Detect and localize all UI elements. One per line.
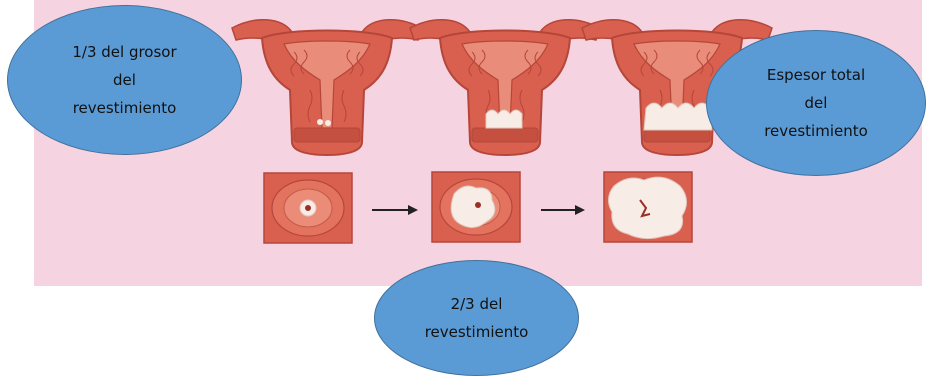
uterus-illustration-stage-3 — [581, 18, 773, 157]
callout-line: revestimiento — [424, 323, 529, 341]
right-arrow-icon — [541, 205, 585, 215]
cervix-view-stage-3 — [603, 171, 693, 243]
callout-line: 2/3 del — [450, 295, 503, 313]
callout-line: Espesor total — [766, 66, 866, 84]
callout-two-thirds-thickness: 2/3 del revestimiento — [374, 260, 579, 376]
uterus-illustration-stage-1 — [231, 18, 423, 157]
callout-one-third-thickness: 1/3 del grosor del revestimiento — [7, 5, 242, 155]
callout-full-thickness: Espesor total del revestimiento — [706, 30, 926, 176]
callout-line: revestimiento — [72, 99, 177, 117]
callout-line: del — [804, 94, 828, 112]
right-arrow-icon — [372, 205, 418, 215]
uterus-illustration-stage-2 — [409, 18, 601, 157]
cervix-view-stage-1 — [263, 172, 353, 244]
cervix-view-stage-2 — [431, 171, 521, 243]
callout-line: revestimiento — [764, 122, 868, 140]
callout-line: del — [113, 71, 136, 89]
callout-line: 1/3 del grosor — [72, 43, 177, 61]
